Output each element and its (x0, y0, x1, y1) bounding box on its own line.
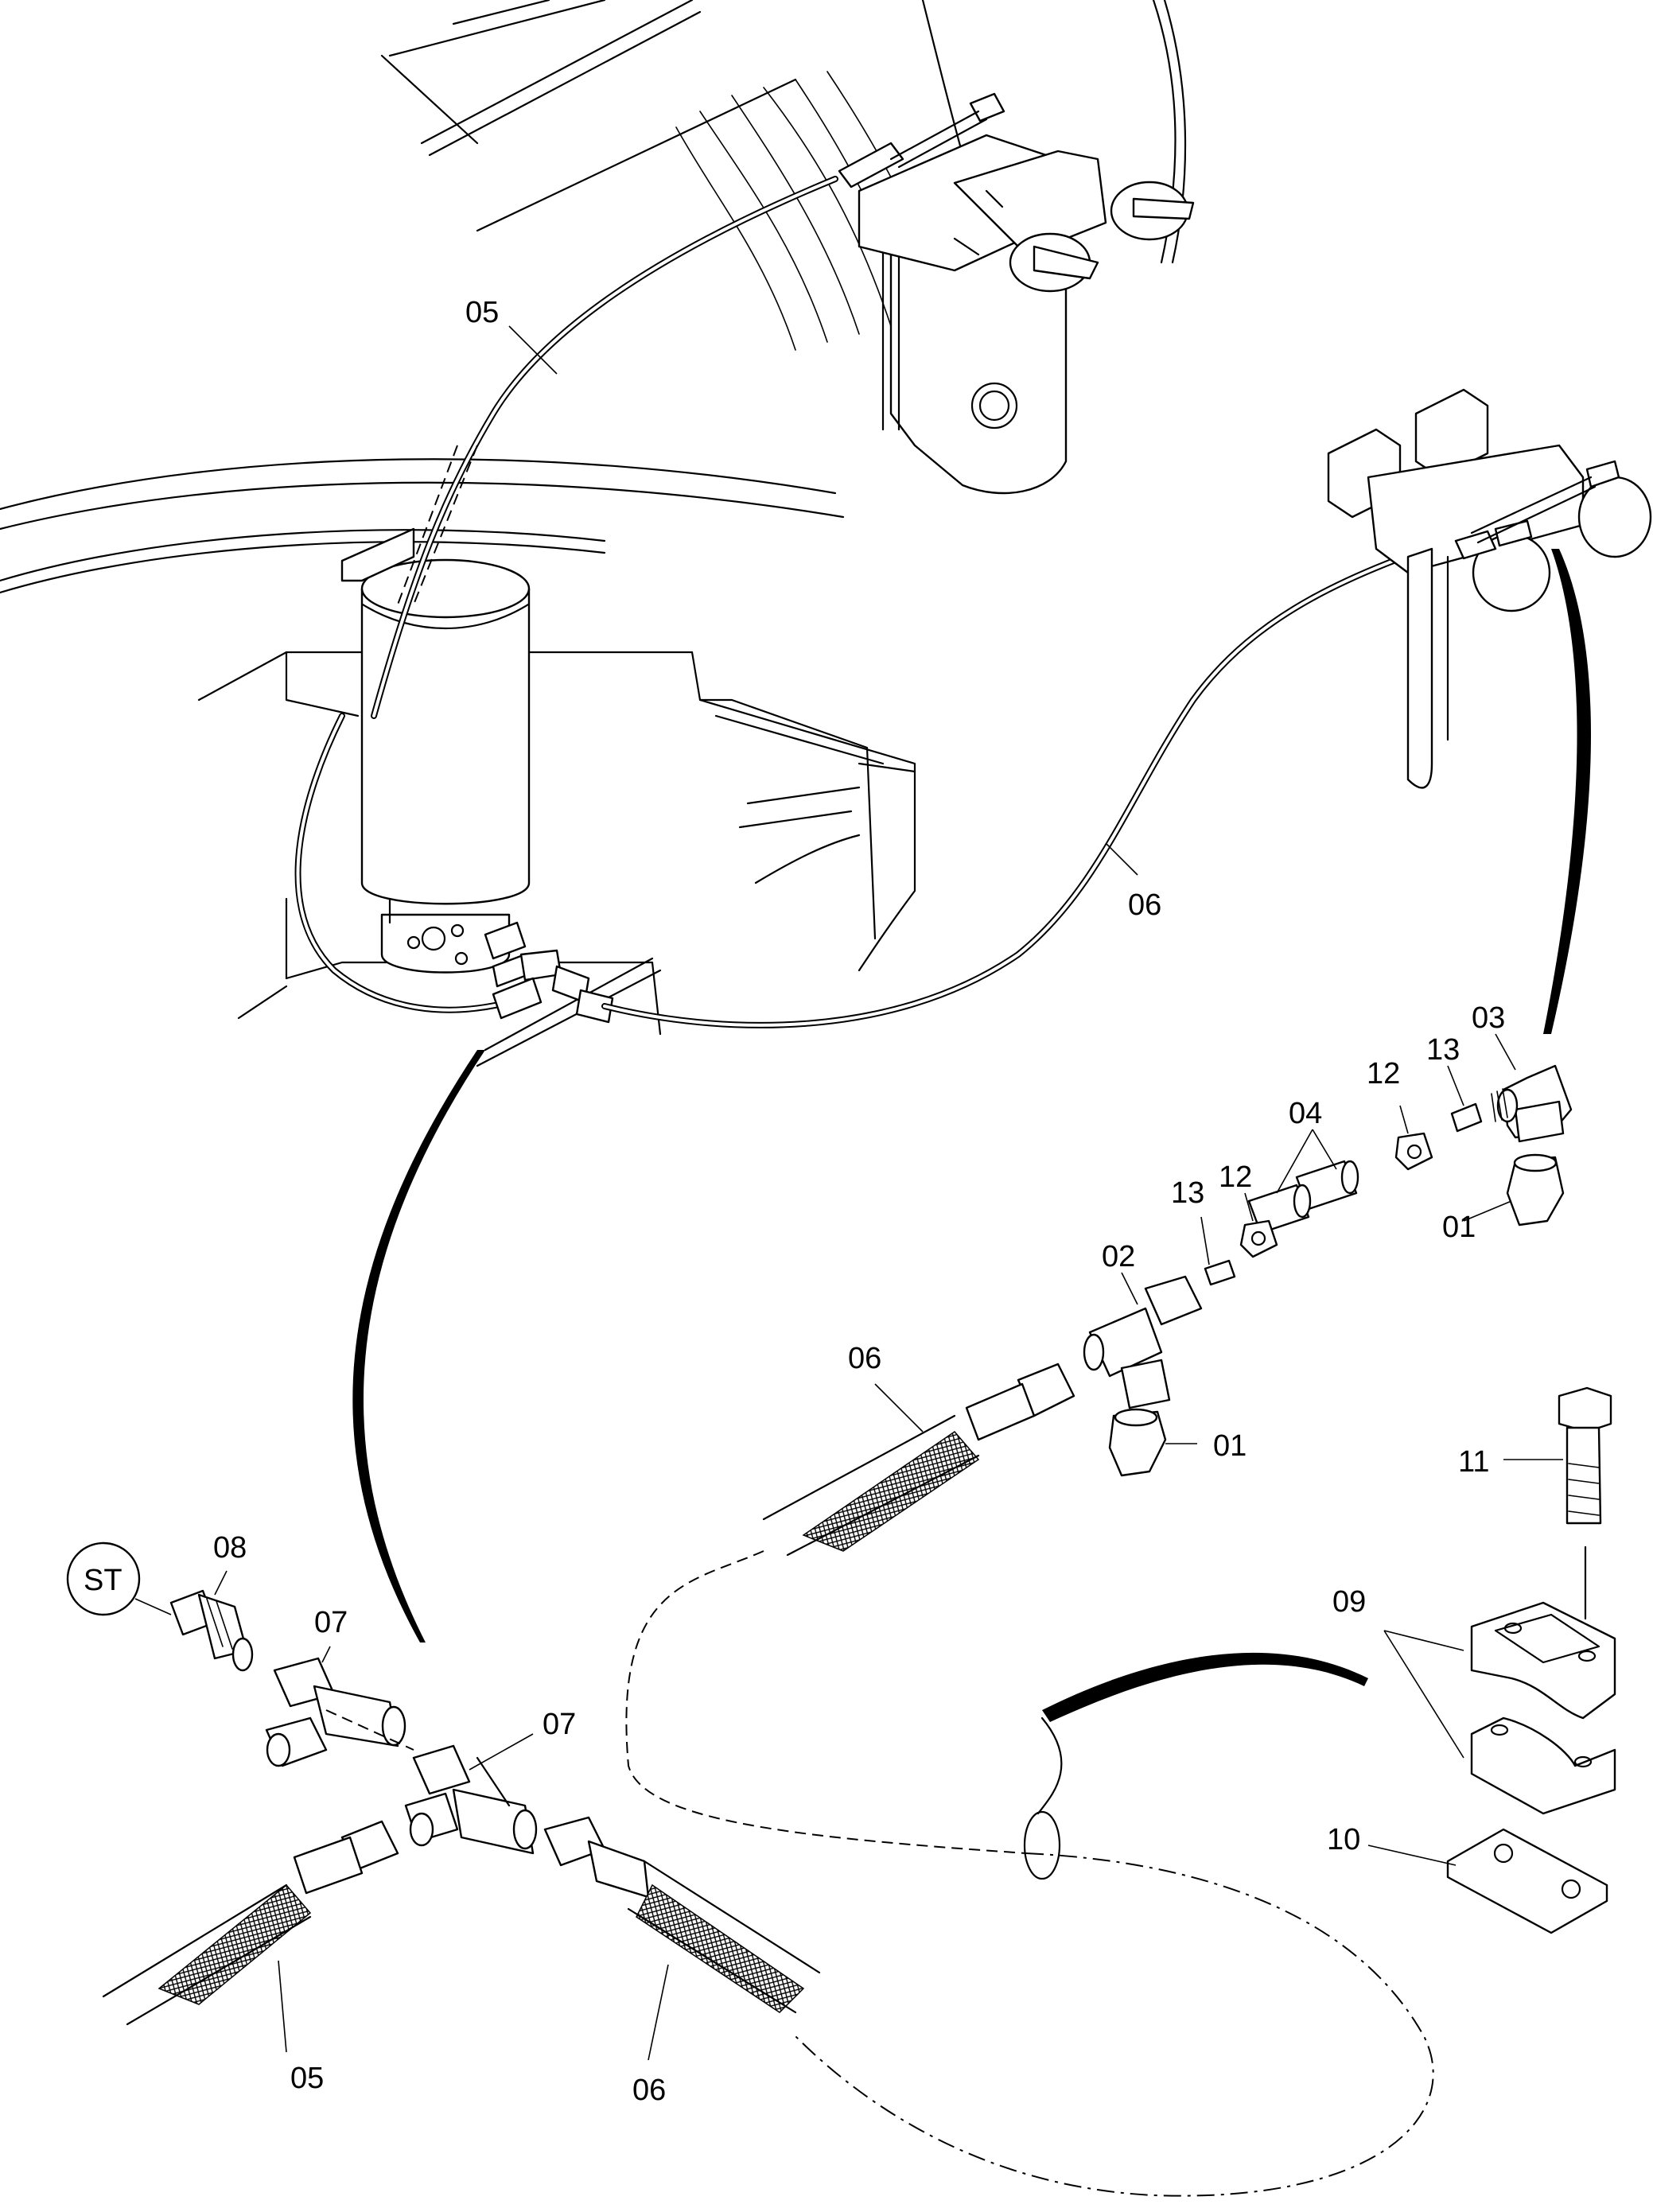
callout-labels: 05 06 03 13 12 04 13 12 02 01 06 01 11 0… (84, 296, 1505, 2107)
label-08: 08 (213, 1531, 247, 1565)
label-05-lower: 05 (290, 2062, 324, 2095)
label-10: 10 (1327, 1823, 1360, 1856)
label-13-left: 13 (1171, 1176, 1204, 1210)
label-06-middle: 06 (848, 1342, 881, 1375)
cylinder-base-fittings (484, 921, 614, 1024)
label-06-lower: 06 (632, 2074, 666, 2107)
label-01-lower: 01 (1213, 1429, 1247, 1463)
lower-tee-assembly (66, 1541, 821, 2026)
label-03: 03 (1472, 1001, 1505, 1035)
hose-06-upper (601, 530, 1475, 1028)
tank-frame (197, 651, 916, 1067)
right-valve-assembly (1327, 388, 1652, 1034)
label-st: ST (84, 1564, 123, 1597)
hose-loop-left (294, 713, 512, 1013)
label-12-right: 12 (1367, 1057, 1400, 1090)
label-07-lower: 07 (543, 1708, 576, 1741)
label-13-right: 13 (1426, 1033, 1460, 1067)
fender-arcs (0, 458, 845, 594)
top-valve-assembly (675, 0, 1195, 495)
chassis-frame (380, 0, 797, 232)
exploded-fittings (762, 1064, 1573, 1557)
callout-leaders (214, 325, 1563, 2061)
hose-05-upper (371, 176, 838, 719)
routing-dash-lines (625, 1550, 1434, 2197)
connector-arrow-left (352, 1050, 485, 1642)
accumulator-cylinder (340, 527, 531, 974)
label-05-upper: 05 (465, 296, 499, 329)
label-09: 09 (1332, 1585, 1366, 1619)
clamp-assembly (1023, 1386, 1616, 1934)
label-12-left: 12 (1219, 1160, 1252, 1194)
label-11: 11 (1458, 1445, 1489, 1479)
label-07-upper: 07 (314, 1606, 348, 1639)
label-01-upper: 01 (1442, 1211, 1476, 1244)
label-04: 04 (1289, 1097, 1322, 1130)
label-06-upper: 06 (1128, 888, 1161, 922)
label-02: 02 (1102, 1240, 1135, 1273)
